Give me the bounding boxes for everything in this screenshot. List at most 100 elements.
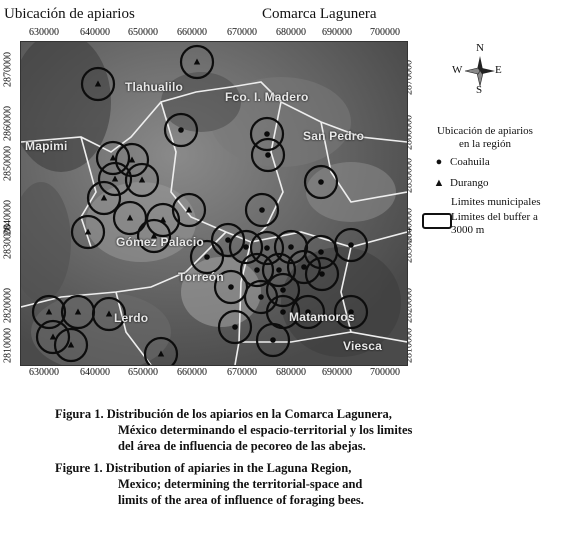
x-tick-top: 660000 [177,27,207,38]
apiary-durango-marker [49,333,57,340]
apiary-coahuila-marker [319,271,325,277]
apiary-coahuila-marker [228,284,234,290]
buffer-circle [217,309,253,345]
buffer-circle [333,294,369,330]
south-label: S [476,84,483,96]
label-tlahualilo: Tlahualilo [125,80,184,94]
map-canvas [21,42,407,365]
apiary-coahuila-marker [225,237,231,243]
y-tick-left: 2830000 [2,224,14,259]
apiary-coahuila-marker [280,287,286,293]
label-lerdo: Lerdo [114,311,149,325]
buffer-circle [70,214,106,250]
label-torreon: Torreón [178,270,224,284]
apiary-coahuila-marker [348,309,354,315]
legend-coahuila: ● Coahuila [432,156,490,168]
label-mapimi: Mapimi [25,139,68,153]
buffer-circle [273,229,309,265]
label-viesca: Viesca [343,339,383,353]
apiary-coahuila-marker [264,245,270,251]
buffer-circle [60,294,96,330]
apiary-durango-marker [67,341,75,348]
legend-title-line2: en la región [459,138,511,150]
buffer-circle [210,222,246,258]
buffer-symbol-icon [422,213,452,229]
buffer-circle [213,269,249,305]
east-label: E [495,64,502,76]
legend-buffer-line2: 3000 m [451,224,485,236]
caption-es-line3: del área de influencia de pecoreo de las… [118,439,366,453]
x-tick-top: 630000 [29,27,59,38]
x-tick-bottom: 630000 [29,367,59,378]
y-tick-left: 2810000 [2,328,14,363]
apiary-durango-marker [193,58,201,65]
caption-en-line2: Mexico; determining the territorial-spac… [118,477,363,491]
legend-buffer: Limites del buffer a 3000 m [451,211,561,237]
legend-coahuila-label: Coahuila [450,156,490,168]
apiary-coahuila-marker [178,127,184,133]
apiary-coahuila-marker [204,254,210,260]
buffer-circle [228,229,264,265]
apiary-coahuila-marker [265,152,271,158]
buffer-circle [35,319,71,355]
buffer-circle [80,66,116,102]
apiary-coahuila-marker [301,264,307,270]
north-arrow: N S W E [445,42,515,100]
buffer-circle [143,336,179,365]
buffer-circle [261,252,297,288]
apiary-durango-marker [128,156,136,163]
west-label: W [452,64,463,76]
buffer-circle [303,234,339,270]
x-tick-bottom: 660000 [177,367,207,378]
x-tick-bottom: 700000 [370,367,400,378]
apiary-durango-marker [126,214,134,221]
buffer-circle [290,294,326,330]
apiary-durango-marker [74,308,82,315]
buffer-circle [249,116,285,152]
y-tick-left: 2850000 [2,146,14,181]
x-tick-top: 700000 [370,27,400,38]
legend-limits: Limites municipales [451,196,541,208]
buffer-circle [112,200,148,236]
apiary-coahuila-marker [264,131,270,137]
apiary-coahuila-marker [254,267,260,273]
x-tick-bottom: 640000 [80,367,110,378]
legend-limits-label: Limites municipales [451,196,541,208]
buffer-circle [255,322,291,358]
apiary-durango-marker [105,310,113,317]
buffer-circle [86,180,122,216]
north-label: N [476,42,484,54]
caption-en-line3: limits of the area of influence of forag… [118,493,364,507]
buffer-circle [171,192,207,228]
apiary-coahuila-marker [276,267,282,273]
apiary-durango-marker [150,232,158,239]
buffer-circle [265,272,301,308]
buffer-circle [114,142,150,178]
apiary-durango-marker [138,176,146,183]
label-san-pedro: San Pedro [303,129,365,143]
x-tick-bottom: 670000 [227,367,257,378]
apiary-coahuila-marker [318,249,324,255]
apiary-coahuila-marker [318,179,324,185]
durango-triangle-icon: ▲ [433,177,445,189]
apiary-coahuila-marker [258,294,264,300]
apiary-durango-marker [185,206,193,213]
apiary-layer [31,44,369,365]
apiary-durango-marker [109,154,117,161]
y-tick-left: 2870000 [2,52,14,87]
caption-es-line2: México determinando el espacio-territori… [118,423,413,437]
apiary-durango-marker [94,80,102,87]
buffer-circle [31,294,67,330]
apiary-coahuila-marker [270,337,276,343]
buffer-circle [250,137,286,173]
x-tick-bottom: 680000 [276,367,306,378]
apiary-coahuila-marker [259,207,265,213]
apiary-coahuila-marker [232,324,238,330]
buffer-circle [95,140,131,176]
buffer-circle [239,252,275,288]
legend-title: Ubicación de apiarios en la región [430,125,540,151]
apiary-durango-marker [159,216,167,223]
label-madero: Fco. I. Madero [225,90,309,104]
map-title-left: Ubicación de apiarios [4,6,135,22]
buffer-circle [145,202,181,238]
